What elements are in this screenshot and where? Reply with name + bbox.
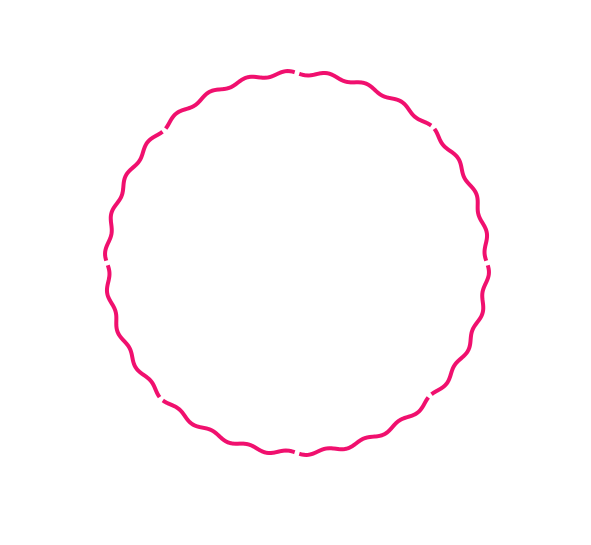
ring-segment xyxy=(103,130,164,262)
ring-segment xyxy=(161,398,296,456)
ring-segment xyxy=(104,264,162,399)
ring-segment xyxy=(432,127,490,262)
ring-segment xyxy=(298,70,433,128)
ring-segment xyxy=(430,264,491,396)
ring-segment xyxy=(298,396,430,457)
ring-outline xyxy=(103,69,491,457)
ring-segment xyxy=(164,69,296,130)
